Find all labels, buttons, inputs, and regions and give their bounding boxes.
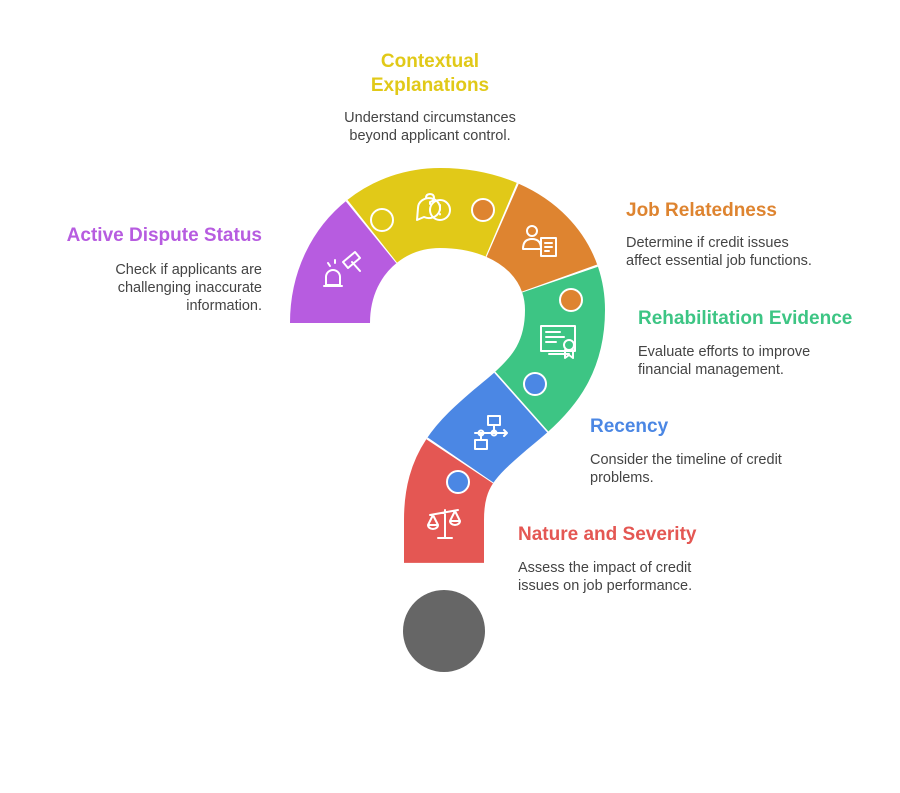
scales-icon <box>427 509 461 539</box>
blue-puzzle-piece <box>290 167 606 563</box>
speech-bubbles-icon <box>416 193 451 221</box>
job-relatedness-title: Job Relatedness <box>626 200 777 221</box>
flowchart-icon <box>474 415 508 450</box>
puzzle-knob <box>471 198 495 222</box>
rehabilitation-title: Rehabilitation Evidence <box>638 308 853 329</box>
puzzle-knob <box>370 208 394 232</box>
person-document-icon <box>522 225 557 257</box>
puzzle-knob <box>559 288 583 312</box>
question-dot <box>403 590 485 672</box>
active-dispute-title: Active Dispute Status <box>66 225 262 246</box>
puzzle-knob <box>523 372 547 396</box>
gavel-icon <box>323 251 361 287</box>
certificate-icon <box>540 325 576 359</box>
nature-severity-title: Nature and Severity <box>518 524 697 545</box>
recency-title: Recency <box>590 416 669 437</box>
puzzle-knob <box>446 470 470 494</box>
